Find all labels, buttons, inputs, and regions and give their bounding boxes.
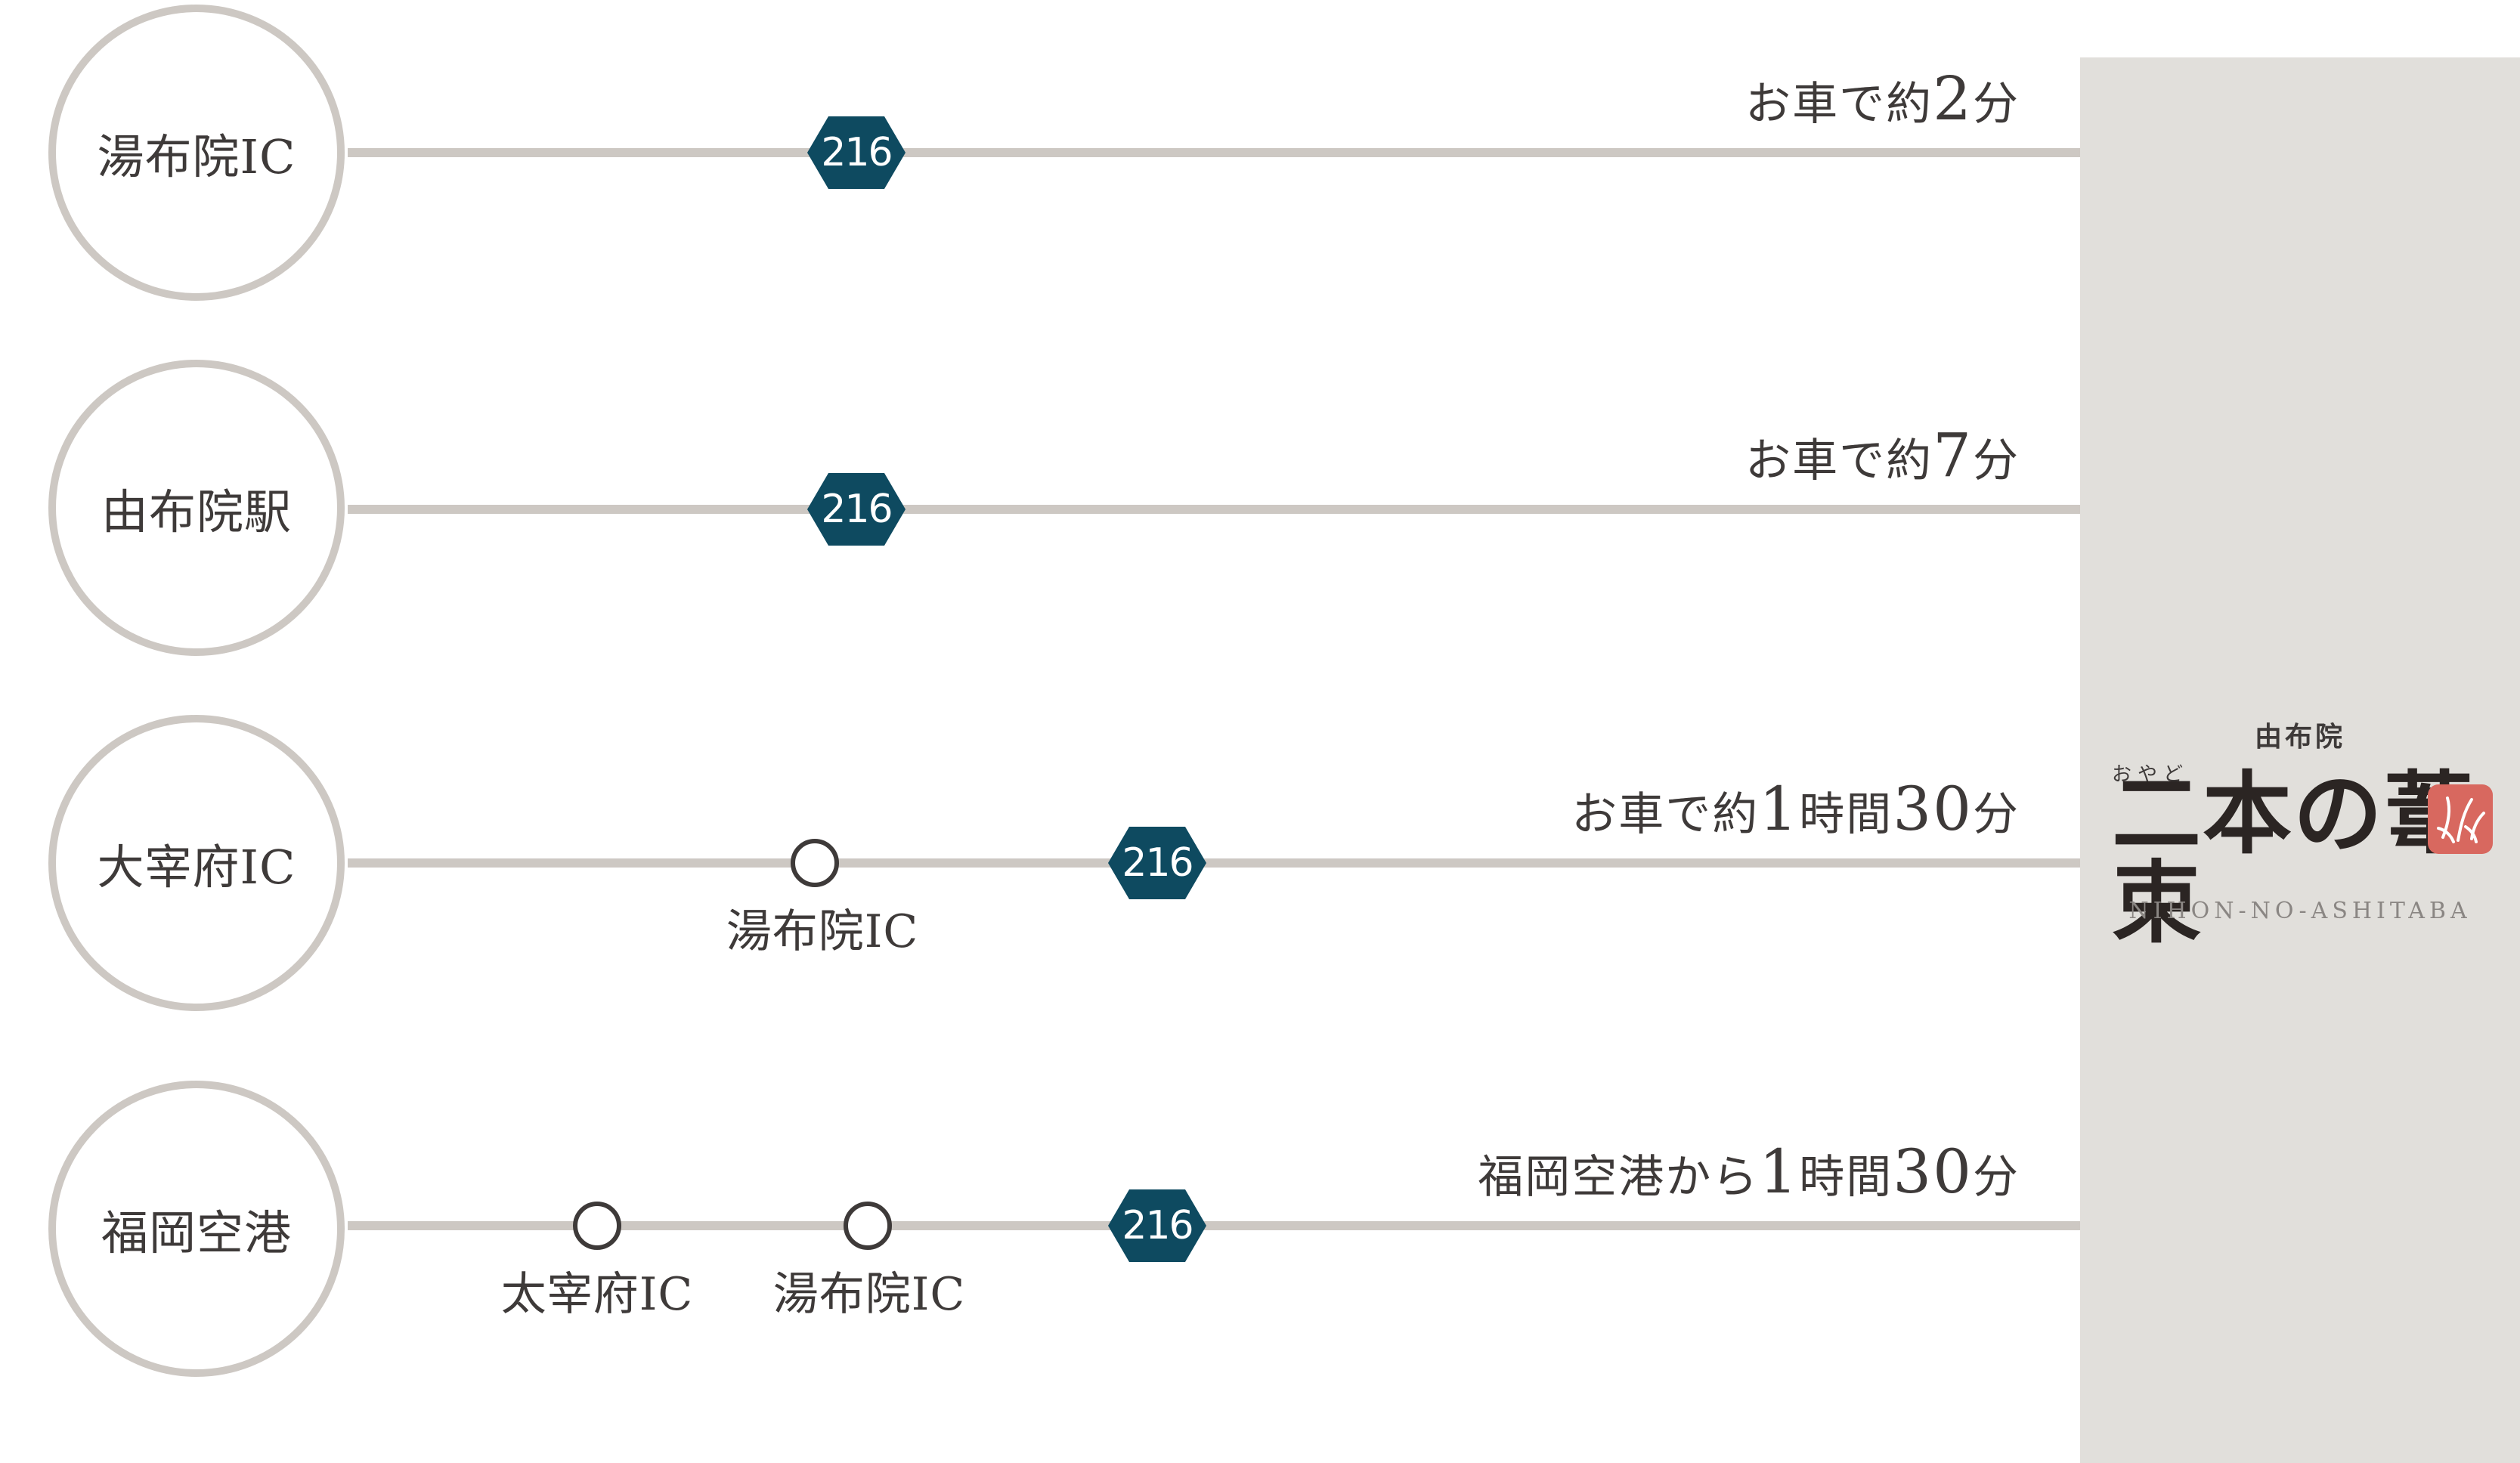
travel-time-unit: 分 [1973, 78, 2020, 131]
waypoint-label: 湯布院IC [772, 1268, 966, 1321]
route-row: 湯布院IC 216 お車で約2分 [0, 0, 2080, 317]
route-216-marker: 216 [807, 473, 906, 546]
origin-label: 湯布院IC [97, 129, 296, 184]
travel-time-prefix: お車で約 [1745, 78, 1933, 131]
travel-time-minutes: 30 [1893, 1137, 1973, 1207]
logo-roman: NIHON-NO-ASHITABA [2128, 898, 2472, 924]
travel-time-prefix: お車で約 [1571, 788, 1760, 841]
origin-circle: 湯布院IC [48, 5, 345, 301]
route-line [348, 858, 2080, 868]
route-number: 216 [1122, 1203, 1193, 1248]
origin-circle: 由布院駅 [48, 360, 345, 656]
travel-time-hours: 1 [1759, 774, 1800, 844]
travel-time-prefix: お車で約 [1745, 435, 1933, 487]
logo-subtitle: 由布院 [2254, 721, 2345, 753]
route-row: 大宰府IC 湯布院IC 216 お車で約1時間30分 [0, 713, 2080, 1031]
travel-time-hour-unit: 時間 [1799, 1151, 1893, 1204]
route-number: 216 [821, 130, 893, 175]
waypoint-label: 太宰府IC [500, 1268, 694, 1321]
origin-label: 福岡空港 [101, 1205, 292, 1260]
route-number: 216 [1122, 840, 1193, 886]
origin-label: 由布院駅 [101, 484, 292, 540]
logo-name: 二本の葦束 [2112, 761, 2475, 955]
travel-time: お車で約1時間30分 [1571, 774, 2020, 844]
origin-label: 大宰府IC [97, 840, 296, 895]
travel-time: お車で約7分 [1745, 420, 2020, 490]
travel-time-number: 2 [1933, 63, 1973, 134]
route-number: 216 [821, 487, 893, 532]
travel-time-unit: 分 [1973, 788, 2020, 841]
waypoint-marker [844, 1202, 892, 1250]
route-216-marker: 216 [1108, 1189, 1206, 1262]
travel-time-number: 7 [1933, 420, 1973, 490]
route-line [348, 505, 2080, 514]
travel-time-minutes: 30 [1893, 774, 1973, 844]
travel-time: お車で約2分 [1745, 63, 2020, 134]
origin-circle: 福岡空港 [48, 1081, 345, 1377]
route-line [348, 1221, 2080, 1230]
destination-logo: 由布院 おやど 二本の葦束 NIHON-NO-ASHITABA [2080, 57, 2520, 1463]
route-216-marker: 216 [807, 116, 906, 189]
route-216-marker: 216 [1108, 827, 1206, 899]
seal-icon [2428, 784, 2493, 854]
travel-time-hours: 1 [1759, 1137, 1800, 1207]
route-line [348, 148, 2080, 157]
waypoint-label: 湯布院IC [726, 905, 919, 958]
travel-time-unit: 分 [1973, 1151, 2020, 1204]
destination-panel: 由布院 おやど 二本の葦束 NIHON-NO-ASHITABA [2080, 57, 2520, 1463]
waypoint-marker [791, 839, 839, 887]
travel-time-prefix: 福岡空港から [1478, 1151, 1760, 1204]
route-row: 福岡空港 太宰府IC 湯布院IC 216 福岡空港から1時間30分 [0, 1081, 2080, 1398]
travel-time: 福岡空港から1時間30分 [1478, 1137, 2020, 1207]
route-row: 由布院駅 216 お車で約7分 [0, 357, 2080, 674]
logo-kana: おやど [2112, 763, 2190, 786]
travel-time-unit: 分 [1973, 435, 2020, 487]
waypoint-marker [573, 1202, 621, 1250]
travel-time-hour-unit: 時間 [1799, 788, 1893, 841]
origin-circle: 大宰府IC [48, 715, 345, 1011]
